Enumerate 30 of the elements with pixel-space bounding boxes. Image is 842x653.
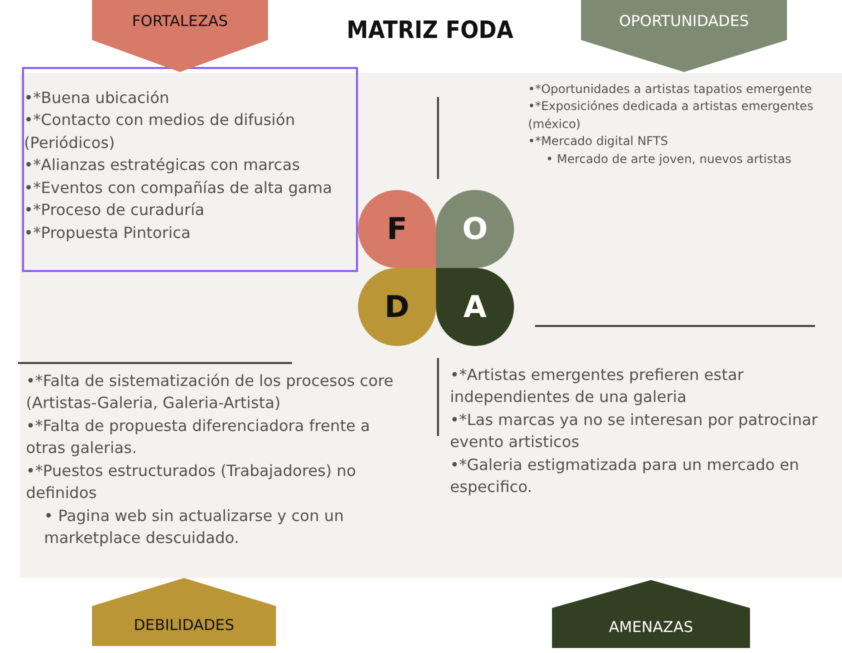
list-item: •*Propuesta Pintorica [24, 222, 192, 244]
list-item: • Mercado de arte joven, nuevos artistas [546, 150, 792, 168]
list-item: •*Buena ubicación [24, 88, 170, 109]
list-item: •*Galeria estigmatizada para un mercado en especifico. [450, 454, 800, 498]
list-item: •*Alianzas estratégicas con marcas [24, 155, 301, 176]
banner-arrow [581, 0, 787, 72]
list-item: •*Falta de sistematización de los procesos core (Artistas-Galeria, Galeria-Artista) [26, 371, 394, 414]
banner-label: DEBILIDADES [134, 616, 234, 634]
diagram-title: MATRIZ FODA [346, 16, 514, 44]
list-item: •*Artistas emergentes prefieren estar independientes de una galeria [450, 365, 745, 408]
banner-label: AMENAZAS [608, 618, 694, 636]
banner-arrow [92, 0, 268, 72]
list-item: •*Mercado digital NFTS [528, 133, 669, 150]
banner-label: FORTALEZAS [132, 12, 228, 30]
list-item: •*Contacto con medios de difusión (Periódicos) [24, 110, 296, 154]
petal-letter: F [386, 212, 408, 246]
petal-letter: A [463, 290, 487, 324]
banner-label: OPORTUNIDADES [619, 12, 749, 30]
list-item: •*Proceso de curaduría [24, 200, 206, 222]
petal-letter: D [384, 290, 410, 324]
list-item: •*Falta de propuesta diferenciadora frente a otras galerias. [26, 416, 371, 460]
list-item: • Pagina web sin actualizarse y con un marketplace descuidado. [44, 506, 345, 550]
petal-letter: O [462, 212, 488, 246]
banner-arrow [552, 580, 750, 648]
list-item: •*Oportunidades a artistas tapatios emergente [528, 81, 813, 98]
list-item: •*Eventos con compañías de alta gama [24, 178, 334, 199]
list-item: •*Exposiciónes dedicada a artistas emergentes (méxico) [528, 98, 814, 133]
list-item: •*Puestos estructurados (Trabajadores) no definidos [26, 460, 357, 504]
banner-arrow [92, 578, 276, 646]
list-item: •*Las marcas ya no se interesan por patrocinar evento artisticos [450, 410, 819, 454]
